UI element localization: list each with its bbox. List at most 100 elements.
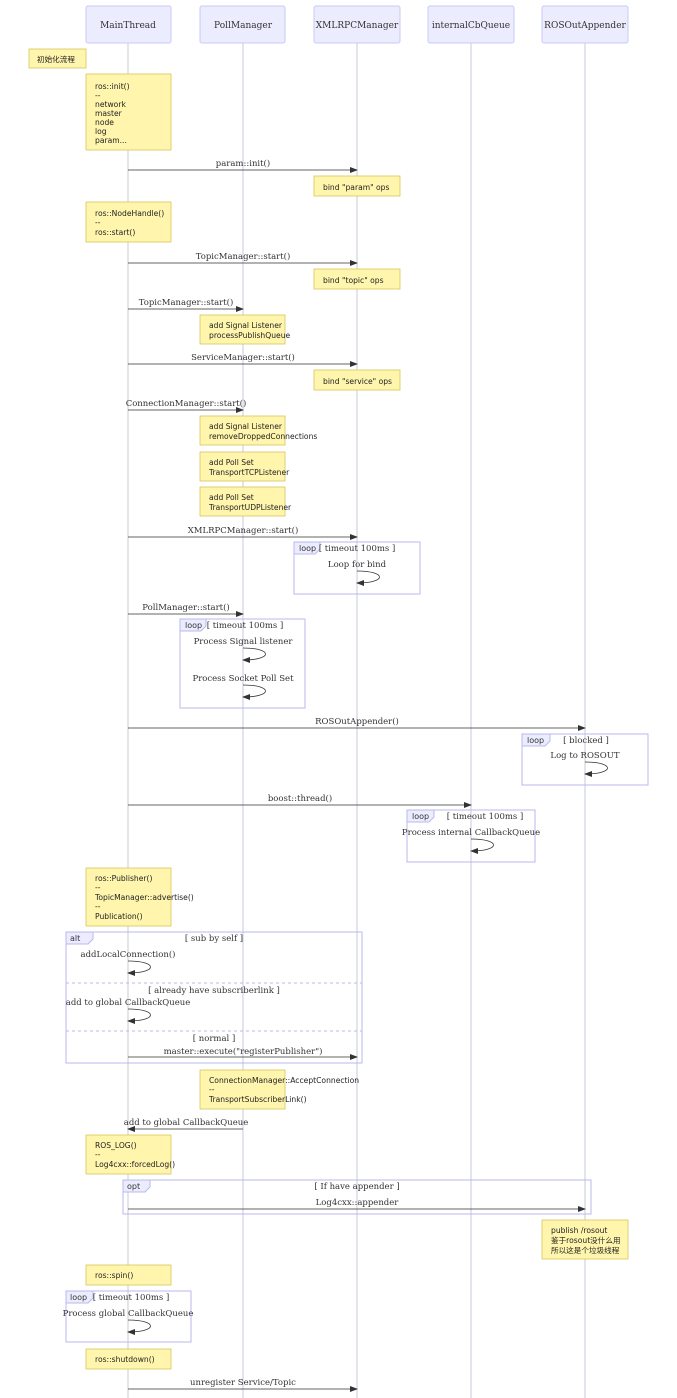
- note-line: ros::init(): [95, 82, 130, 91]
- actor-mainthread: MainThread: [85, 5, 172, 44]
- actor-xmlrpcmanager: XMLRPCManager: [313, 5, 401, 44]
- note-ros-log: ROS_LOG() -- Log4cxx::forcedLog(): [85, 1134, 175, 1175]
- note-line: TransportSubscriberLink(): [208, 1095, 307, 1104]
- msg-unregister: unregister Service/Topic: [190, 1378, 296, 1388]
- msg-add-global-1: add to global CallbackQueue: [66, 998, 191, 1008]
- note-line: node: [95, 118, 114, 127]
- note-line: 初始化流程: [37, 54, 75, 64]
- note-line: --: [95, 91, 101, 100]
- note-line: add Poll Set: [209, 493, 254, 502]
- frame-cond: [ normal ]: [193, 1034, 236, 1044]
- frame-loop-bind: loop [ timeout 100ms ] Loop for bind: [293, 541, 421, 595]
- note-line: ROS_LOG(): [95, 1141, 137, 1150]
- note-line: TopicManager::advertise(): [94, 893, 194, 902]
- note-line: bind "topic" ops: [323, 276, 384, 285]
- msg-add-local: addLocalConnection(): [81, 949, 176, 960]
- note-publish-rosout: publish /rosout 鉴于rosout没什么用 所以这是个垃圾线程: [541, 1219, 629, 1260]
- note-line: ros::spin(): [95, 1271, 133, 1280]
- msg-register-pub: master::execute("registerPublisher"): [164, 1046, 323, 1057]
- frame-kind: loop: [527, 736, 544, 745]
- actor-label: ROSOutAppender: [544, 21, 626, 31]
- note-ros-init: ros::init() -- network master node log p…: [85, 73, 172, 151]
- frame-cond: [ timeout 100ms ]: [93, 1293, 170, 1303]
- actor-pollmanager: PollManager: [199, 5, 286, 44]
- note-line: TransportTCPListener: [208, 468, 290, 477]
- frame-loop-spin: loop [ timeout 100ms ] Process global Ca…: [63, 1290, 194, 1343]
- frame-loop-rosout: loop [ blocked ] Log to ROSOUT: [521, 733, 649, 786]
- note-line: --: [95, 902, 101, 911]
- frame-kind: loop: [412, 812, 429, 821]
- actor-label: XMLRPCManager: [316, 21, 399, 31]
- frame-cond: [ timeout 100ms ]: [207, 621, 284, 631]
- note-accept-conn: ConnectionManager::AcceptConnection -- T…: [199, 1069, 359, 1110]
- frame-kind: alt: [70, 934, 80, 943]
- note-line: ros::shutdown(): [95, 1355, 155, 1364]
- self-arrow: [470, 838, 494, 854]
- frame-loop-internal: loop [ timeout 100ms ] Process internal …: [402, 809, 540, 863]
- note-line: --: [95, 1150, 101, 1159]
- note-poll-tcp: add Poll Set TransportTCPListener: [199, 451, 290, 482]
- note-line: add Signal Listener: [209, 321, 283, 330]
- note-line: add Poll Set: [209, 458, 254, 467]
- note-line: param...: [95, 136, 127, 145]
- note-poll-udp: add Poll Set TransportUDPListener: [199, 486, 292, 517]
- msg-process-signal: Process Signal listener: [194, 637, 294, 647]
- msg-boost-thread: boost::thread(): [268, 793, 332, 804]
- note-init-flow: 初始化流程: [28, 48, 87, 69]
- frame-cond: [ already have subscriberlink ]: [148, 986, 280, 996]
- msg-log4cxx-appender: Log4cxx::appender: [316, 1198, 400, 1208]
- note-line: ros::NodeHandle(): [95, 209, 164, 218]
- note-line: Log4cxx::forcedLog(): [95, 1160, 175, 1169]
- msg-service-start: ServiceManager::start(): [191, 352, 295, 363]
- note-line: bind "param" ops: [323, 183, 389, 192]
- self-arrow: [584, 761, 608, 777]
- actor-rosoutappender: ROSOutAppender: [541, 5, 629, 44]
- frame-cond: [ timeout 100ms ]: [319, 544, 396, 554]
- frame-cond: [ sub by self ]: [185, 934, 243, 944]
- note-signal-publish: add Signal Listener processPublishQueue: [199, 314, 291, 345]
- frame-loop-poll: loop [ timeout 100ms ] Process Signal li…: [179, 618, 306, 709]
- self-arrow: [127, 1008, 151, 1024]
- frame-cond: [ timeout 100ms ]: [447, 812, 524, 822]
- frame-cond: [ blocked ]: [563, 736, 609, 746]
- note-line: 所以这是个垃圾线程: [551, 1245, 620, 1255]
- actor-label: internalCbQueue: [432, 21, 510, 31]
- note-line: TransportUDPListener: [208, 503, 292, 512]
- self-arrow: [127, 1319, 151, 1335]
- msg-add-global-2: add to global CallbackQueue: [124, 1118, 249, 1128]
- note-line: --: [95, 218, 101, 227]
- note-line: ros::Publisher(): [95, 874, 152, 883]
- msg-process-global: Process global CallbackQueue: [63, 1309, 194, 1319]
- frame-kind: loop: [70, 1293, 87, 1302]
- self-arrow: [242, 647, 266, 663]
- actor-internalcbqueue: internalCbQueue: [427, 5, 515, 44]
- msg-conn-start: ConnectionManager::start(): [126, 398, 247, 409]
- self-arrow: [127, 960, 151, 976]
- msg-topic-start-poll: TopicManager::start(): [139, 297, 234, 308]
- frame-opt-appender: opt [ If have appender ] Log4cxx::append…: [122, 1179, 592, 1215]
- self-arrow: [242, 684, 266, 700]
- note-line: publish /rosout: [551, 1226, 607, 1235]
- note-shutdown: ros::shutdown(): [85, 1348, 172, 1370]
- msg-topic-start-xml: TopicManager::start(): [196, 251, 291, 262]
- note-bind-service: bind "service" ops: [313, 369, 401, 391]
- msg-rosout-appender: ROSOutAppender(): [315, 716, 399, 727]
- note-line: ros::start(): [95, 228, 135, 237]
- frame-kind: loop: [299, 544, 316, 553]
- frame-alt-publisher: alt [ sub by self ] addLocalConnection()…: [65, 931, 363, 1064]
- actor-label: PollManager: [214, 21, 273, 31]
- note-line: add Signal Listener: [209, 422, 283, 431]
- msg-param-init: param::init(): [216, 158, 270, 169]
- self-arrow: [356, 570, 380, 586]
- note-line: log: [95, 127, 107, 136]
- note-line: --: [209, 1085, 215, 1094]
- note-line: --: [95, 883, 101, 892]
- actor-label: MainThread: [100, 21, 156, 31]
- note-line: bind "service" ops: [323, 377, 392, 386]
- msg-poll-start: PollManager::start(): [142, 602, 229, 613]
- note-spin: ros::spin(): [85, 1264, 172, 1286]
- msg-process-socket: Process Socket Poll Set: [192, 674, 294, 684]
- msg-process-internal: Process internal CallbackQueue: [402, 828, 540, 838]
